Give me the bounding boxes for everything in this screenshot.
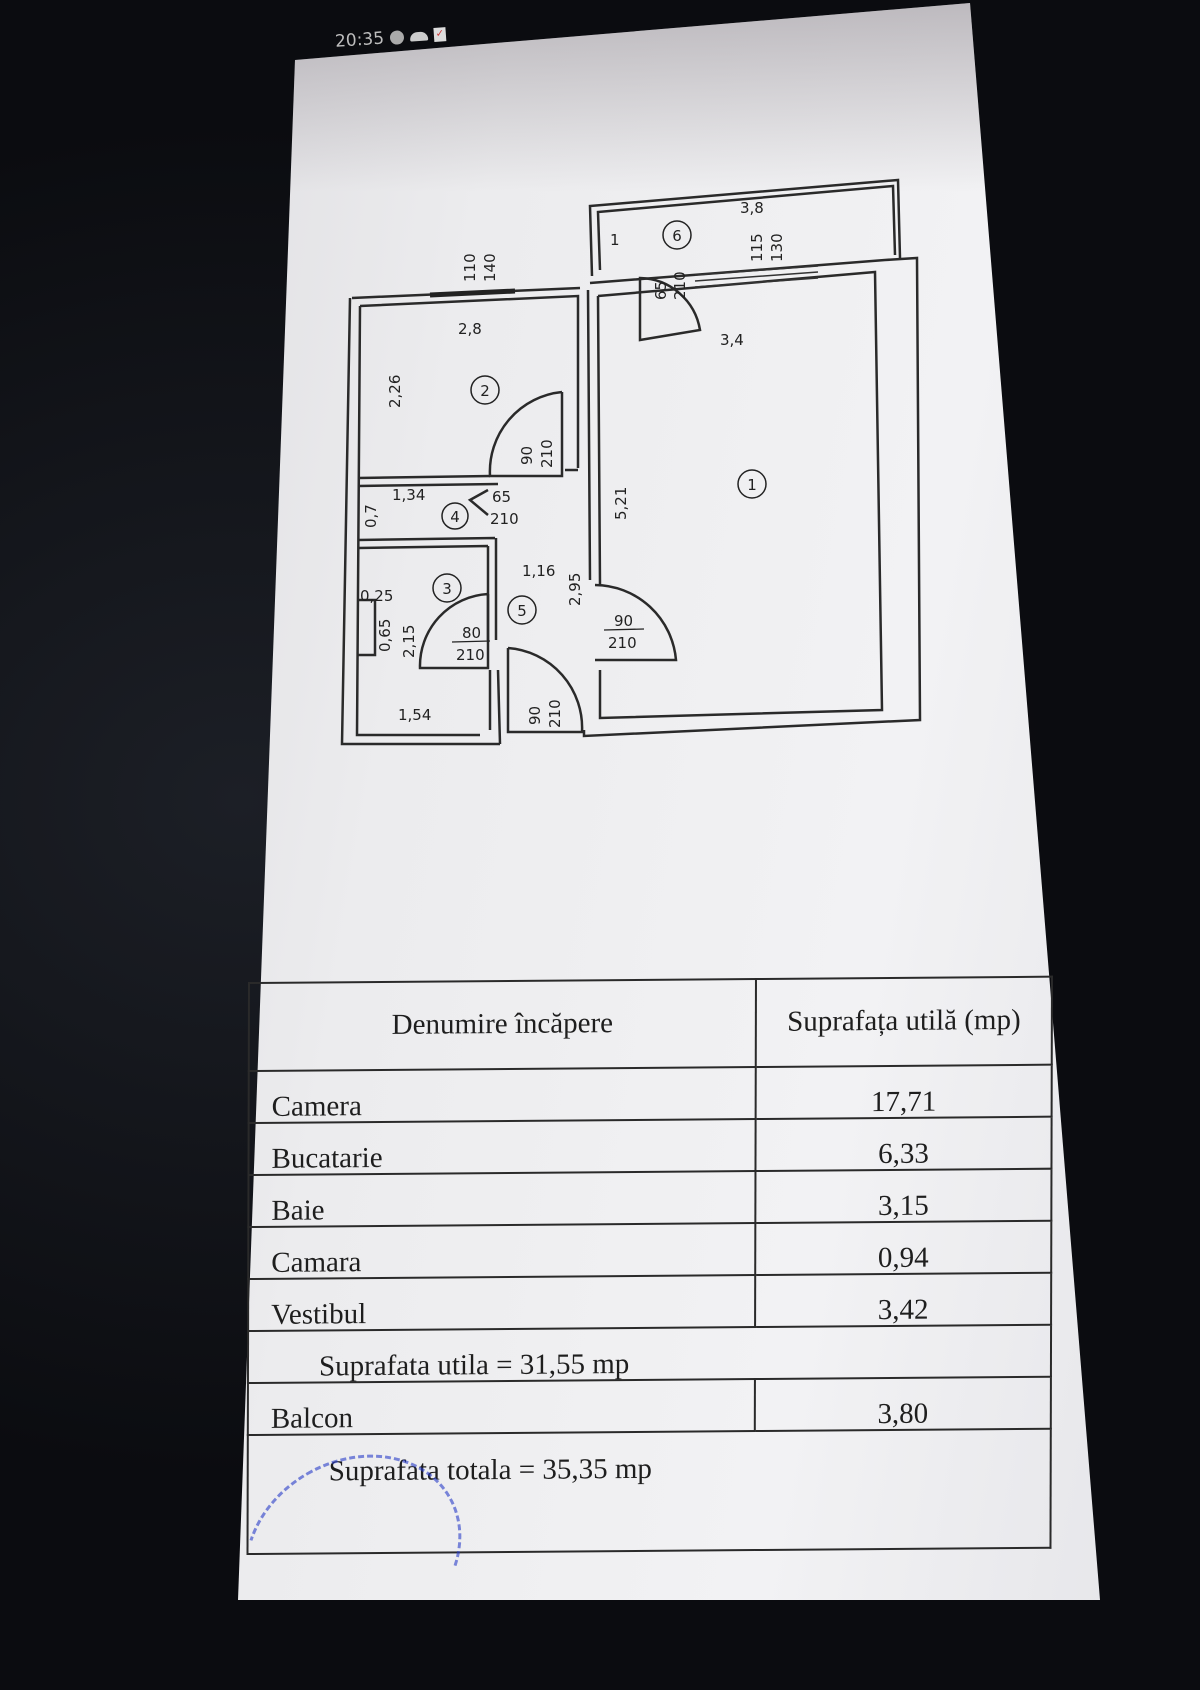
room-name: Vestibul [248, 1275, 756, 1332]
dim-label: 1 [610, 231, 620, 249]
room-number-3: 3 [442, 580, 452, 598]
room-area: 17,71 [755, 1064, 1052, 1120]
room-number-1: 1 [747, 476, 757, 494]
dim-label: 2,15 [400, 625, 418, 658]
subtotal-text: Suprafata utila = 31,55 mp [247, 1324, 1052, 1384]
dim-label: 80 [462, 624, 481, 642]
dim-label: 0,25 [360, 587, 393, 605]
document-page [238, 3, 1100, 1600]
dim-label: 210 [671, 271, 689, 300]
dim-label: 3,8 [740, 199, 764, 217]
globe-icon [389, 30, 405, 46]
subtotal-row: Suprafata utila = 31,55 mp [247, 1324, 1052, 1384]
room-area: 6,33 [755, 1116, 1052, 1172]
dim-label: 210 [456, 646, 485, 664]
dim-label: 0,65 [376, 619, 394, 652]
dim-label: 65 [652, 281, 670, 300]
room-numbers: 1 2 3 4 5 6 [432, 220, 767, 625]
table-header: Denumire încăpere Suprafața utilă (mp) [248, 976, 1052, 1071]
header-room-name: Denumire încăpere [248, 979, 756, 1071]
room-name: Bucatarie [248, 1119, 756, 1176]
dim-label: 3,4 [720, 331, 744, 349]
doors [418, 276, 702, 734]
checklist-icon: ✓ [433, 27, 447, 42]
room-name: Camara [248, 1223, 756, 1280]
dim-label: 2,95 [566, 573, 584, 606]
cloud-icon [409, 30, 429, 42]
room-number-5: 5 [517, 602, 527, 620]
room-area: 0,94 [755, 1220, 1052, 1276]
dim-label: 2,26 [386, 375, 404, 408]
floor-plan: 1 2 3 4 5 6 3,8 1 115 130 110 140 65 210… [340, 178, 922, 746]
dim-label: 115 [748, 233, 766, 262]
dim-label: 1,34 [392, 486, 425, 504]
dim-label: 110 [461, 253, 479, 282]
dim-label: 90 [518, 446, 536, 465]
dimension-labels: 3,8 1 115 130 110 140 65 210 2,8 2,26 3,… [360, 199, 786, 728]
dim-label: 210 [608, 634, 637, 652]
room-name: Baie [248, 1171, 756, 1228]
dim-label: 5,21 [612, 487, 630, 520]
dim-label: 130 [768, 233, 786, 262]
dim-label: 1,54 [398, 706, 431, 724]
dim-label: 210 [546, 699, 564, 728]
walls [340, 178, 922, 746]
dim-label: 210 [538, 439, 556, 468]
dim-label: 0,7 [362, 504, 380, 528]
dim-label: 140 [481, 253, 499, 282]
room-area: 3,42 [755, 1272, 1052, 1328]
room-area: 3,15 [755, 1168, 1052, 1224]
dim-label: 65 [492, 488, 511, 506]
dim-label: 210 [490, 510, 519, 528]
room-number-6: 6 [672, 227, 682, 245]
room-area: 3,80 [754, 1376, 1051, 1432]
room-name: Balcon [247, 1379, 755, 1436]
header-area: Suprafața utilă (mp) [755, 976, 1052, 1068]
dim-label: 90 [614, 612, 633, 630]
status-time: 20:35 [334, 28, 385, 52]
room-number-2: 2 [480, 382, 490, 400]
dim-label: 1,16 [522, 562, 555, 580]
room-name: Camera [248, 1067, 756, 1123]
dim-label: 90 [526, 706, 544, 725]
page-shadow [238, 3, 1100, 1600]
dim-label: 2,8 [458, 320, 482, 338]
room-number-4: 4 [450, 508, 460, 526]
